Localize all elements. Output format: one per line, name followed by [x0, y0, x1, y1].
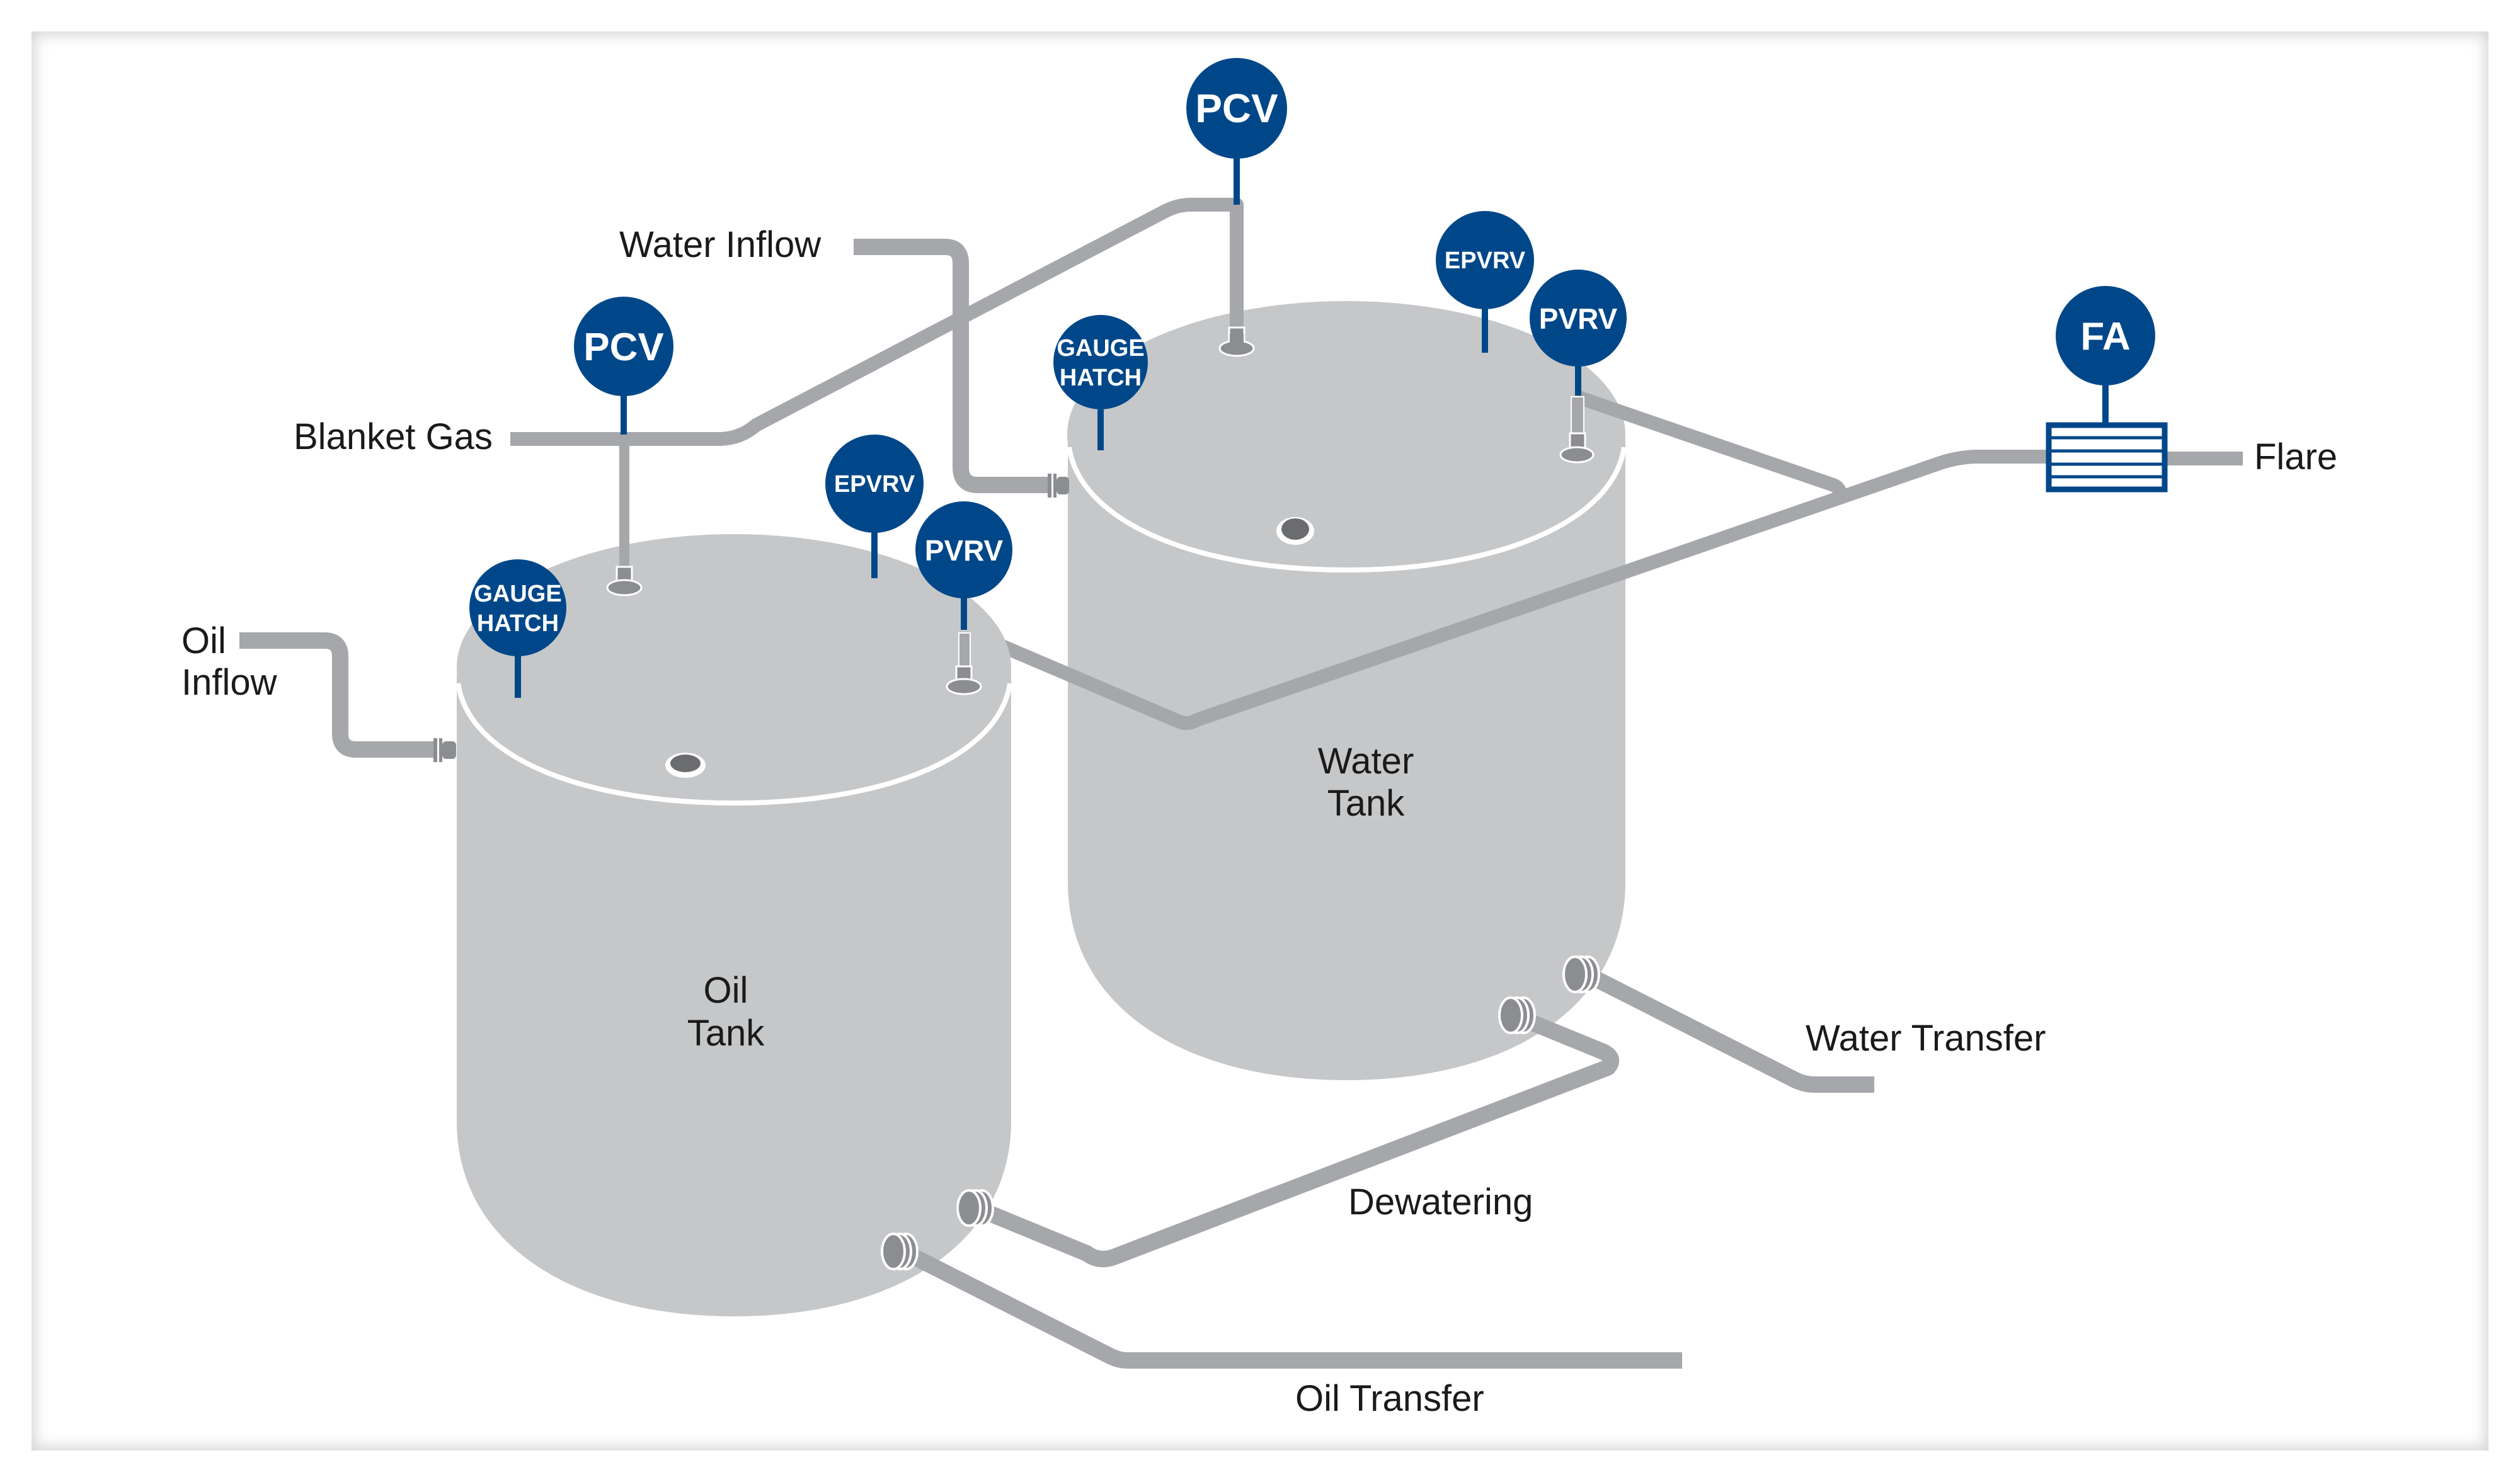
vent-header-pipe: [957, 450, 2051, 730]
dewatering-water-nozzle: [1498, 996, 1536, 1034]
oil-tank-manway: [665, 753, 706, 778]
oil-tank-roof-rim: [455, 683, 1012, 806]
water-pvrv-nozzle: [1559, 396, 1595, 464]
pcv-oil-instrument[interactable]: PCV: [574, 297, 673, 435]
oil-pcv-nozzle: [606, 566, 643, 596]
water-tank-label-line2: Tank: [1327, 783, 1406, 824]
oil-tank[interactable]: Oil Tank: [455, 534, 1012, 1316]
water-inflow-pipe: [854, 239, 1049, 493]
water-inflow-label: Water Inflow: [619, 224, 822, 265]
oil-inflow-flange: [433, 738, 456, 762]
epvrv-water-label: EPVRV: [1445, 248, 1526, 274]
pvrv-oil-instrument[interactable]: PVRV: [915, 501, 1012, 630]
pcv-oil-label: PCV: [583, 326, 663, 369]
oil-tank-roof: [457, 534, 1011, 801]
water-pcv-nozzle: [1218, 326, 1255, 357]
epvrv-oil-label: EPVRV: [834, 471, 915, 498]
oil-inflow-pipe: [239, 632, 435, 758]
pvrv-oil-label: PVRV: [925, 534, 1004, 567]
dewatering-oil-nozzle: [956, 1189, 994, 1227]
oil-tank-label-line1: Oil: [704, 970, 748, 1011]
oil-transfer-nozzle: [881, 1233, 919, 1270]
oil-transfer-label: Oil Transfer: [1295, 1378, 1484, 1419]
oil-inflow-label-line2: Inflow: [181, 662, 278, 703]
gauge-hatch-oil-label-line1: GAUGE: [474, 581, 561, 607]
water-tank-vent-pipe: [1574, 390, 1848, 498]
fa-instrument[interactable]: FA: [2056, 286, 2155, 425]
oil-transfer-pipe: [903, 1246, 1682, 1369]
water-tank-body: [1068, 441, 1625, 1080]
pvrv-water-label: PVRV: [1539, 302, 1618, 335]
gauge-hatch-water-label-line2: HATCH: [1060, 365, 1142, 391]
epvrv-water-instrument[interactable]: EPVRV: [1436, 211, 1534, 353]
fa-label: FA: [2080, 315, 2130, 358]
water-inflow-flange: [1048, 474, 1069, 498]
dewatering-pipe: [976, 1011, 1620, 1267]
pcv-water-instrument[interactable]: PCV: [1186, 58, 1287, 205]
blanket-gas-label: Blanket Gas: [294, 416, 493, 457]
oil-tank-body: [457, 674, 1011, 1316]
epvrv-oil-instrument[interactable]: EPVRV: [825, 435, 924, 578]
oil-pcv-drop-pipe: [619, 439, 629, 571]
water-transfer-label: Water Transfer: [1806, 1018, 2046, 1059]
water-transfer-nozzle: [1562, 955, 1600, 993]
water-tank-roof: [1067, 301, 1625, 568]
gauge-hatch-oil-instrument[interactable]: GAUGE HATCH: [469, 559, 566, 698]
oil-tank-label-line2: Tank: [687, 1013, 765, 1054]
water-tank[interactable]: Water Tank: [1067, 301, 1627, 1080]
dewatering-label: Dewatering: [1348, 1182, 1533, 1223]
pcv-water-label: PCV: [1195, 86, 1278, 131]
gauge-hatch-water-instrument[interactable]: GAUGE HATCH: [1053, 315, 1148, 450]
flame-arrestor[interactable]: [2046, 422, 2168, 493]
pvrv-water-instrument[interactable]: PVRV: [1530, 270, 1627, 396]
water-tank-label-line1: Water: [1318, 741, 1414, 782]
oil-inflow-label-line1: Oil: [181, 620, 226, 661]
gauge-hatch-oil-label-line2: HATCH: [477, 610, 559, 637]
oil-pvrv-nozzle: [946, 632, 982, 695]
gauge-hatch-water-label-line1: GAUGE: [1057, 335, 1144, 362]
water-tank-manway: [1276, 517, 1314, 545]
water-tank-roof-rim: [1067, 447, 1627, 573]
water-transfer-pipe: [1587, 969, 1874, 1093]
flare-label: Flare: [2254, 436, 2337, 477]
